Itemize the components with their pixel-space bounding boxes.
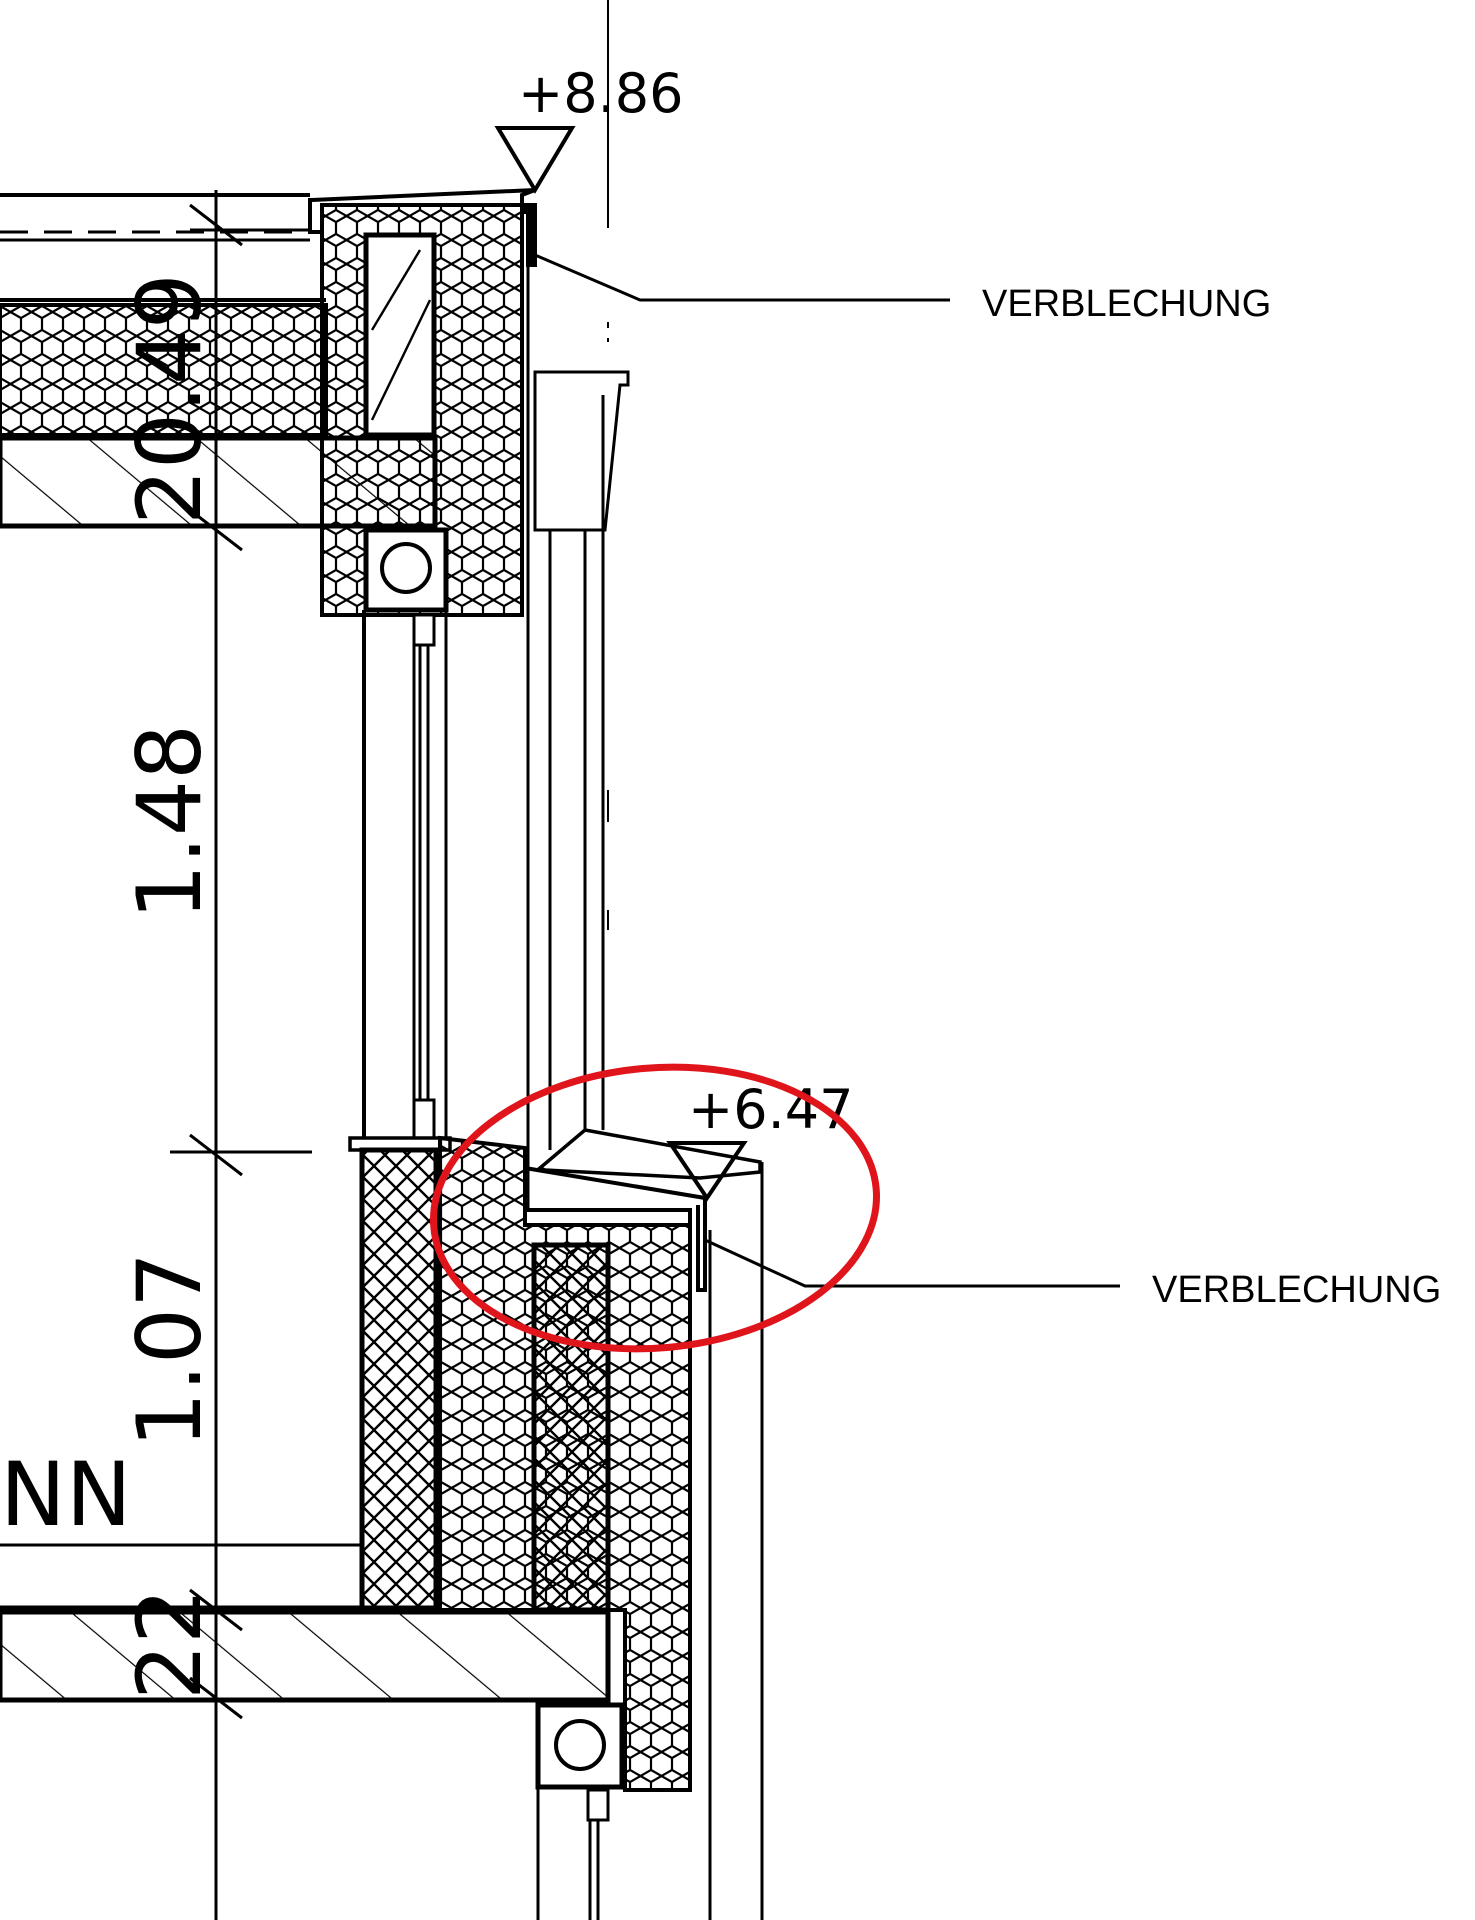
dimension-top-slab: 20.49 [118,273,221,525]
lower-lintel-box [535,1702,625,1920]
lower-inner-masonry [359,1147,439,1611]
dimension-parapet: 1.07 [118,1252,221,1448]
elevation-marker-upper: +8.86 [494,62,683,194]
floor-slab [0,1543,611,1703]
dimension-bottom-slab: 22 [118,1588,221,1700]
roof-insulation [0,303,328,437]
partial-text: NN [0,1443,132,1546]
upper-parapet [320,203,524,617]
dimension-line [170,190,312,1920]
upper-coping [308,188,537,267]
window-frame [362,265,530,1208]
upper-lintel-box [363,527,449,613]
label-lower-flashing: VERBLECHUNG [1152,1269,1441,1311]
leader-lower [704,1238,1120,1288]
leader-upper [534,253,950,302]
elevation-upper: +8.86 [518,62,683,125]
lower-coping [523,1148,764,1920]
dimension-window: 1.48 [118,724,221,920]
lower-outer-masonry [531,1242,611,1613]
label-upper-flashing: VERBLECHUNG [982,283,1271,325]
shutter-guide [533,370,630,1150]
highlight-ellipse [430,1063,880,1353]
roof-top-layers [0,193,326,302]
